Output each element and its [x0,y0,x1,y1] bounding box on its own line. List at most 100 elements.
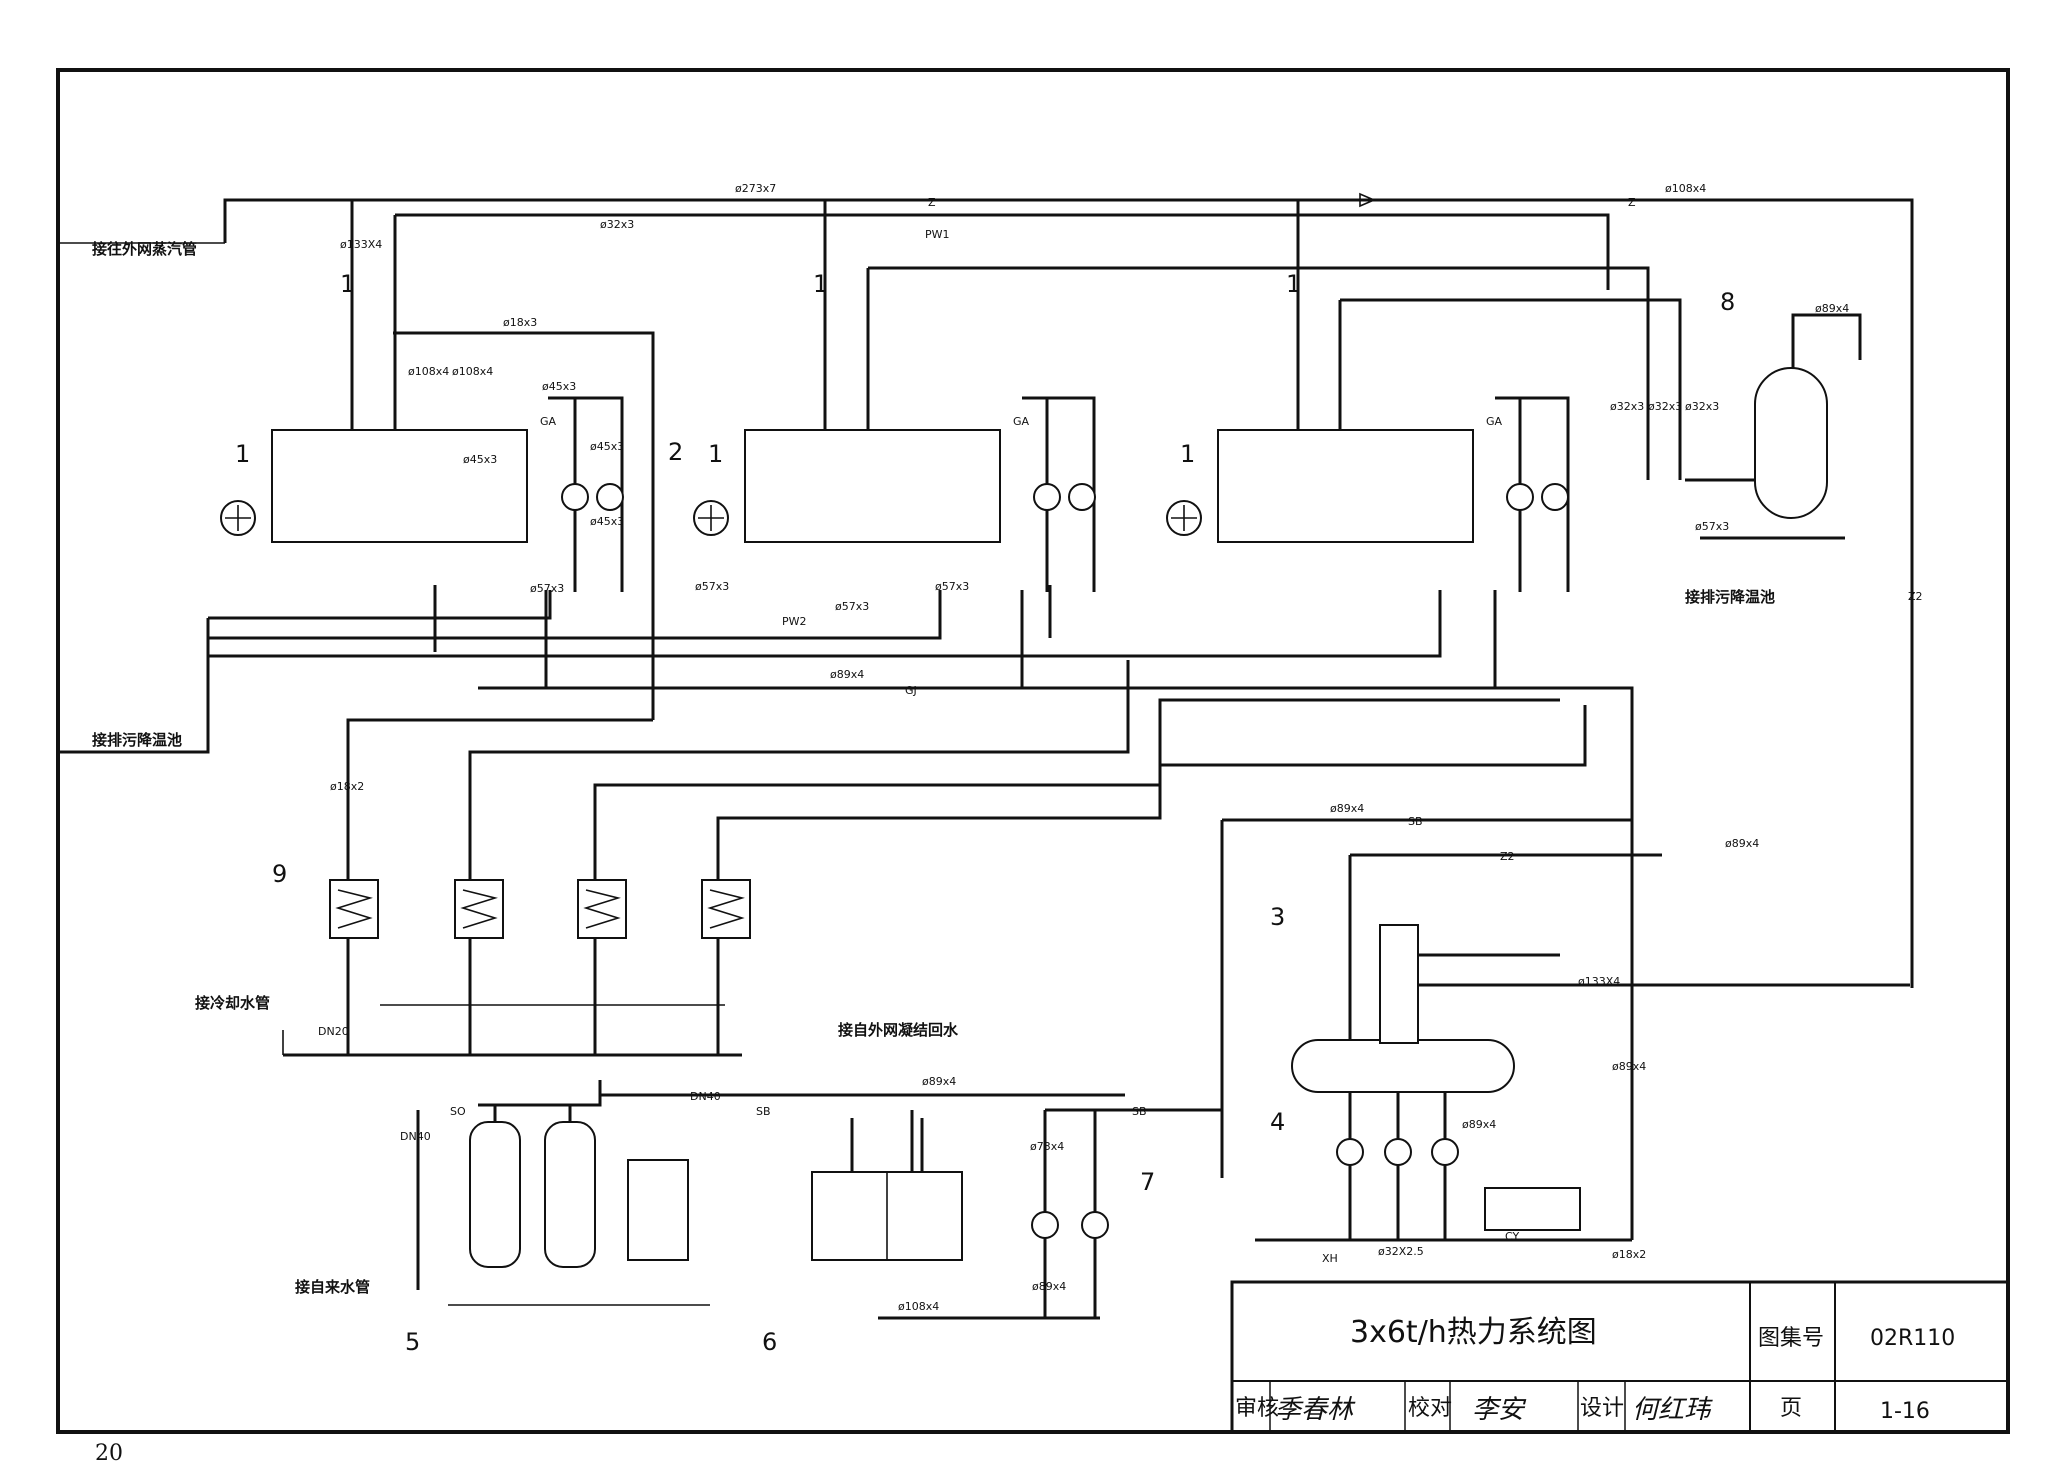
label-pw2-size: ø57x3 [835,600,869,613]
reviewer-signature: 季春林 [1275,1395,1356,1425]
label-dn20: DN20 [318,1025,349,1038]
blowdown-headers [58,585,1442,754]
label-d45x3: ø45x3 [542,380,576,393]
label-pw1-size: ø32x3 [600,218,634,231]
label-d89x4-v: ø89x4 [1612,1060,1646,1073]
review-label: 审核 [1235,1396,1279,1421]
page-label: 页 [1780,1396,1802,1421]
label-d57x3-d: ø57x3 [1695,520,1729,533]
design-label: 设计 [1580,1396,1624,1421]
label-pw1: PW1 [925,228,950,241]
label-d45x3-b: ø45x3 [463,453,497,466]
blowdown-tank [1685,313,1862,540]
label-gj-size: ø89x4 [830,668,864,681]
label-ga2: GA [1013,415,1030,428]
label-d108x4-b: ø108x4 [452,365,493,378]
mark-feed-pump: 2 [668,438,683,466]
label-pw2: PW2 [782,615,807,628]
deaerator-pumps [1336,1092,1581,1240]
mark-steam-pipe-b: 1 [813,270,828,298]
callout-steam-out: 接往外网蒸汽管 [92,240,197,258]
label-d89x4-low: ø89x4 [1032,1280,1066,1293]
label-steam-branch: ø108x4 [1665,182,1706,195]
label-d32x3-c: ø32x3 [1685,400,1719,413]
label-d73x4: ø73x4 [1030,1140,1064,1153]
callout-condensate-return: 接自外网凝结回水 [838,1021,959,1039]
mark-makeup-pump: 7 [1140,1168,1155,1196]
label-d89x4-top: ø89x4 [1815,302,1849,315]
label-xh-size: ø32X2.5 [1378,1245,1424,1258]
condensate-tank [811,1110,1100,1320]
label-d108x4-tank: ø108x4 [898,1300,939,1313]
label-d108x4-a: ø108x4 [408,365,449,378]
label-d45x3-d: ø45x3 [590,515,624,528]
sheet-page-number: 20 [95,1441,123,1466]
deaerator [1220,818,1910,1242]
label-cy: CY [1505,1230,1519,1243]
makeup-pumps [1031,1108,1222,1318]
callout-blowdown-right: 接排污降温池 [1685,588,1775,606]
label-z2: Z [1628,196,1636,209]
label-d32x3-b: ø32x3 [1648,400,1682,413]
label-z2-line: Z2 [1500,850,1515,863]
label-d45x3-c: ø45x3 [590,440,624,453]
main-steam-header [223,192,1914,988]
label-gj: GJ [905,684,917,697]
label-dn40-v: DN40 [400,1130,431,1143]
callout-cooling-water: 接冷却水管 [195,994,270,1012]
label-d18x2: ø18x2 [1612,1248,1646,1261]
label-sb: SB [1408,815,1423,828]
steam-branches [350,200,1682,480]
label-ga1: GA [540,415,557,428]
label-z2-vert: Z2 [1908,590,1923,603]
mark-boiler-a: 1 [235,440,250,468]
label-sb3: SB [1132,1105,1147,1118]
mark-blowdown-exp: 8 [1720,288,1735,316]
label-d18x3: ø18x3 [503,316,537,329]
boiler-1b [693,429,1001,543]
callout-city-water: 接自来水管 [295,1278,370,1296]
label-d32x3-a: ø32x3 [1610,400,1644,413]
mark-softener: 5 [405,1328,420,1356]
label-so: SO [450,1105,466,1118]
atlas-number: 02R110 [1870,1326,1955,1351]
softener [416,1080,1125,1306]
label-sb-size: ø89x4 [1330,802,1364,815]
feed-pumps [548,396,1570,592]
callout-blowdown-left: 接排污降温池 [92,731,182,749]
label-d89x4-deaer: ø89x4 [1462,1118,1496,1131]
label-d18x2-b: ø18x2 [330,780,364,793]
page-number: 1-16 [1880,1399,1930,1424]
mark-boiler-c: 1 [1180,440,1195,468]
label-sb2: SB [756,1105,771,1118]
drawing-title: 3x6t/h热力系统图 [1350,1315,1597,1350]
mark-steam-pipe-c: 1 [1286,270,1301,298]
title-block-frame [1230,1280,2010,1434]
label-d133x4: ø133X4 [1578,975,1620,988]
mark-boiler-b: 1 [708,440,723,468]
boiler-1c [1166,429,1474,543]
label-xh: XH [1322,1252,1338,1265]
designer-signature: 何红玮 [1632,1395,1713,1425]
label-d89x4-cond: ø89x4 [922,1075,956,1088]
atlas-label: 图集号 [1758,1326,1824,1351]
label-ga3: GA [1486,415,1503,428]
label-z2-size: ø89x4 [1725,837,1759,850]
label-main-steam: ø273x7 [735,182,776,195]
sample-feeders [346,660,1587,880]
check-label: 校对 [1408,1396,1452,1421]
label-d133x4-v: ø133X4 [340,238,382,251]
mark-deaerator: 3 [1270,903,1285,931]
label-d57x3-b: ø57x3 [695,580,729,593]
gj-header [478,590,1634,1240]
mark-cond-tank: 6 [762,1328,777,1356]
label-dn40: DN40 [690,1090,721,1103]
boiler-1a [220,429,528,543]
sample-coolers [282,879,751,1057]
label-d57x3-c: ø57x3 [935,580,969,593]
mark-steam-pipe-a: 1 [340,270,355,298]
mark-sample-cooler: 9 [272,860,287,888]
checker-signature: 李安 [1472,1395,1527,1425]
label-d57x3-a: ø57x3 [530,582,564,595]
